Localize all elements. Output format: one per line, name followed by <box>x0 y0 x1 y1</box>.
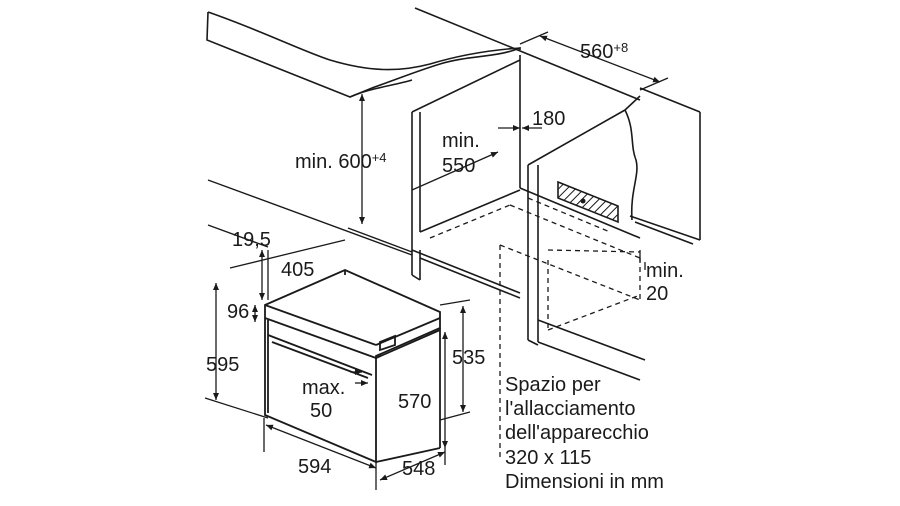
dimension-label-180: 180 <box>532 108 566 130</box>
dimension-label-height-600: min. 600+4 <box>295 150 387 174</box>
dimension-lines <box>204 31 669 490</box>
units-note: Dimensioni in mm <box>505 470 664 493</box>
connection-space-note: Spazio per l'allacciamento dell'apparecc… <box>505 373 664 494</box>
dimension-label-gap-20: 20 <box>646 283 669 305</box>
connection-space <box>557 180 619 224</box>
note-line-4: 320 x 115 <box>505 446 592 469</box>
dimension-label-min-550-line1: min. <box>442 130 480 152</box>
dashed-oven-outline <box>429 197 641 460</box>
niche-width-tolerance: +8 <box>613 40 629 55</box>
niche-cabinet <box>411 7 701 381</box>
countertop <box>206 11 521 98</box>
floor-lines <box>207 179 413 256</box>
note-line-2: l'allacciamento <box>505 398 636 421</box>
dimension-label-405: 405 <box>281 259 315 281</box>
dimension-label-548: 548 <box>402 458 436 480</box>
dimension-label-595: 595 <box>206 354 240 376</box>
dimension-label-535: 535 <box>452 347 486 369</box>
note-line-3: dell'apparecchio <box>505 422 649 445</box>
dimension-label-min-550-line2: 550 <box>442 155 476 177</box>
dimension-label-max-line2: 50 <box>310 400 333 422</box>
dimension-label-570: 570 <box>398 391 432 413</box>
oven-appliance <box>264 269 441 464</box>
dimension-label-594: 594 <box>298 456 332 478</box>
niche-width-value: 560 <box>580 41 614 63</box>
dimension-label-max-line1: max. <box>302 377 346 399</box>
dimension-label-gap-min: min. <box>646 260 684 282</box>
height-600-value: min. 600 <box>295 151 372 173</box>
height-600-tolerance: +4 <box>371 150 387 165</box>
dimension-label-19-5: 19,5 <box>232 229 271 251</box>
dimension-label-niche-width: 560+8 <box>580 40 628 64</box>
note-line-1: Spazio per <box>505 374 601 396</box>
dimension-label-96: 96 <box>227 301 250 323</box>
